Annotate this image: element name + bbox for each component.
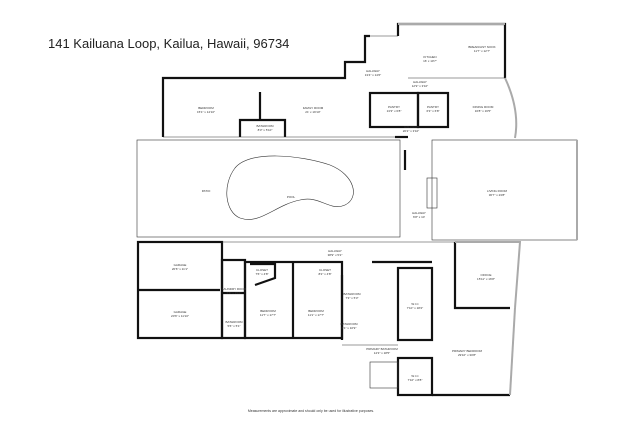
room-label-text: BEDROOM [198, 106, 214, 110]
room-label-text: 20'2" x 3'10" [403, 129, 419, 133]
room-label-text: 7'10" x 18'2" [407, 306, 423, 310]
room-label-text: PATIO [202, 189, 211, 193]
room-label-text: HALLWAY [412, 211, 426, 215]
bathtub [369, 361, 399, 389]
room-label-text: W.I.C [411, 374, 419, 378]
room-label-text: 11'7" x 17'7" [260, 313, 276, 317]
room-label-text: POOL [287, 195, 296, 199]
room-label-text: 12'9" x 3'10" [412, 84, 428, 88]
room-label-text: BATHROOM [340, 322, 358, 326]
room-label-text: PANTRY [388, 105, 400, 109]
room-label-text: HALLWAY [328, 249, 342, 253]
room-label-text: 11'1" x 17'7" [308, 313, 324, 317]
room-label-text: 20'6" x 11'10" [171, 314, 189, 318]
room-label: POOL [287, 195, 296, 199]
room-label-text: CLOSET [256, 268, 268, 272]
room-label-text: 7'6" x 4'8" [255, 272, 268, 276]
room-label-text: 7'3" x 5'3" [345, 296, 358, 300]
disclaimer-note: Measurements are approximate and should … [247, 409, 375, 413]
room-label-text: W.I.C [411, 302, 419, 306]
room-label-text: 7'10" x 8'8" [408, 378, 423, 382]
room-label-text: 8'1" x 10'9" [342, 326, 357, 330]
room-label-text: 5'8" x 9'10" [227, 291, 242, 295]
room-label-text: HALLWAY [413, 80, 427, 84]
room-label-text: BATHROOM [343, 292, 361, 296]
pool-outline [226, 155, 354, 220]
room-label-text: 16' x 10'7" [423, 59, 437, 63]
room-label-text: PRIMARY BEDROOM [452, 349, 482, 353]
fireplace [426, 177, 438, 209]
room-label-text: PRIMARY BATHROOM [366, 347, 398, 351]
room-label-text: DINING ROOM [473, 105, 494, 109]
room-label-text: KITCHEN [423, 55, 436, 59]
room-label-text: PANTRY [427, 105, 439, 109]
room-label: W.I.C7'10" x 8'8" [408, 374, 423, 382]
room-label-text: 8'3" x 5'10" [258, 128, 273, 132]
room-label-text: HALLWAY [404, 125, 418, 129]
room-label-text: LAUNDRY ROOM [222, 287, 247, 291]
room-label-text: 38'9" x 5'2" [328, 253, 343, 257]
room-label-text: 14'3" x 18'5" [374, 351, 390, 355]
room-label-text: 15'1" x 14'10" [197, 110, 215, 114]
room-label-text: BEDROOM [308, 309, 324, 313]
room-label-text: 15'11" x 16'8" [477, 277, 495, 281]
room-label-text: BEDROOM [260, 309, 276, 313]
room-label-text: OFFICE [481, 273, 492, 277]
room-label-text: 16'8" x 16'5" [475, 109, 491, 113]
room-label-text: CLOSET [319, 268, 331, 272]
room-label-text: 6'3" x 6'8" [426, 109, 439, 113]
room-label-text: GARAGE [174, 263, 187, 267]
room-label-text: 13'4" x 14'6" [365, 73, 381, 77]
room-label-text: BATHROOM [256, 124, 274, 128]
room-label-text: 29'10" x 30'8" [458, 353, 476, 357]
room-label-text: 5'6" x 5'1" [227, 324, 240, 328]
room-label-text: 13'3" x 6'8" [387, 109, 402, 113]
room-label: PATIO [202, 189, 211, 193]
walls [136, 22, 578, 397]
room-label-text: 20'6" x 11'1" [172, 267, 188, 271]
room-label-text: HALLWAY [366, 69, 380, 73]
room-label-text: FAMILY ROOM [303, 106, 324, 110]
property-address-title: 141 Kailuana Loop, Kailua, Hawaii, 96734 [48, 36, 290, 51]
room-label-text: 6'8" x 10' [413, 215, 425, 219]
room-label-text: 11'7" x 12'7" [474, 49, 490, 53]
room-label-text: LIVING ROOM [487, 189, 508, 193]
room-label: W.I.C7'10" x 18'2" [407, 302, 423, 310]
room-label-text: 36'7" x 23'8" [489, 193, 505, 197]
room-label-text: 21' x 19'10" [305, 110, 320, 114]
room-label-text: BREAKFAST NOOK [468, 45, 495, 49]
room-label-text: BATHROOM [225, 320, 243, 324]
room-label-text: 8'2" x 4'8" [318, 272, 331, 276]
room-label-text: GARAGE [174, 310, 187, 314]
